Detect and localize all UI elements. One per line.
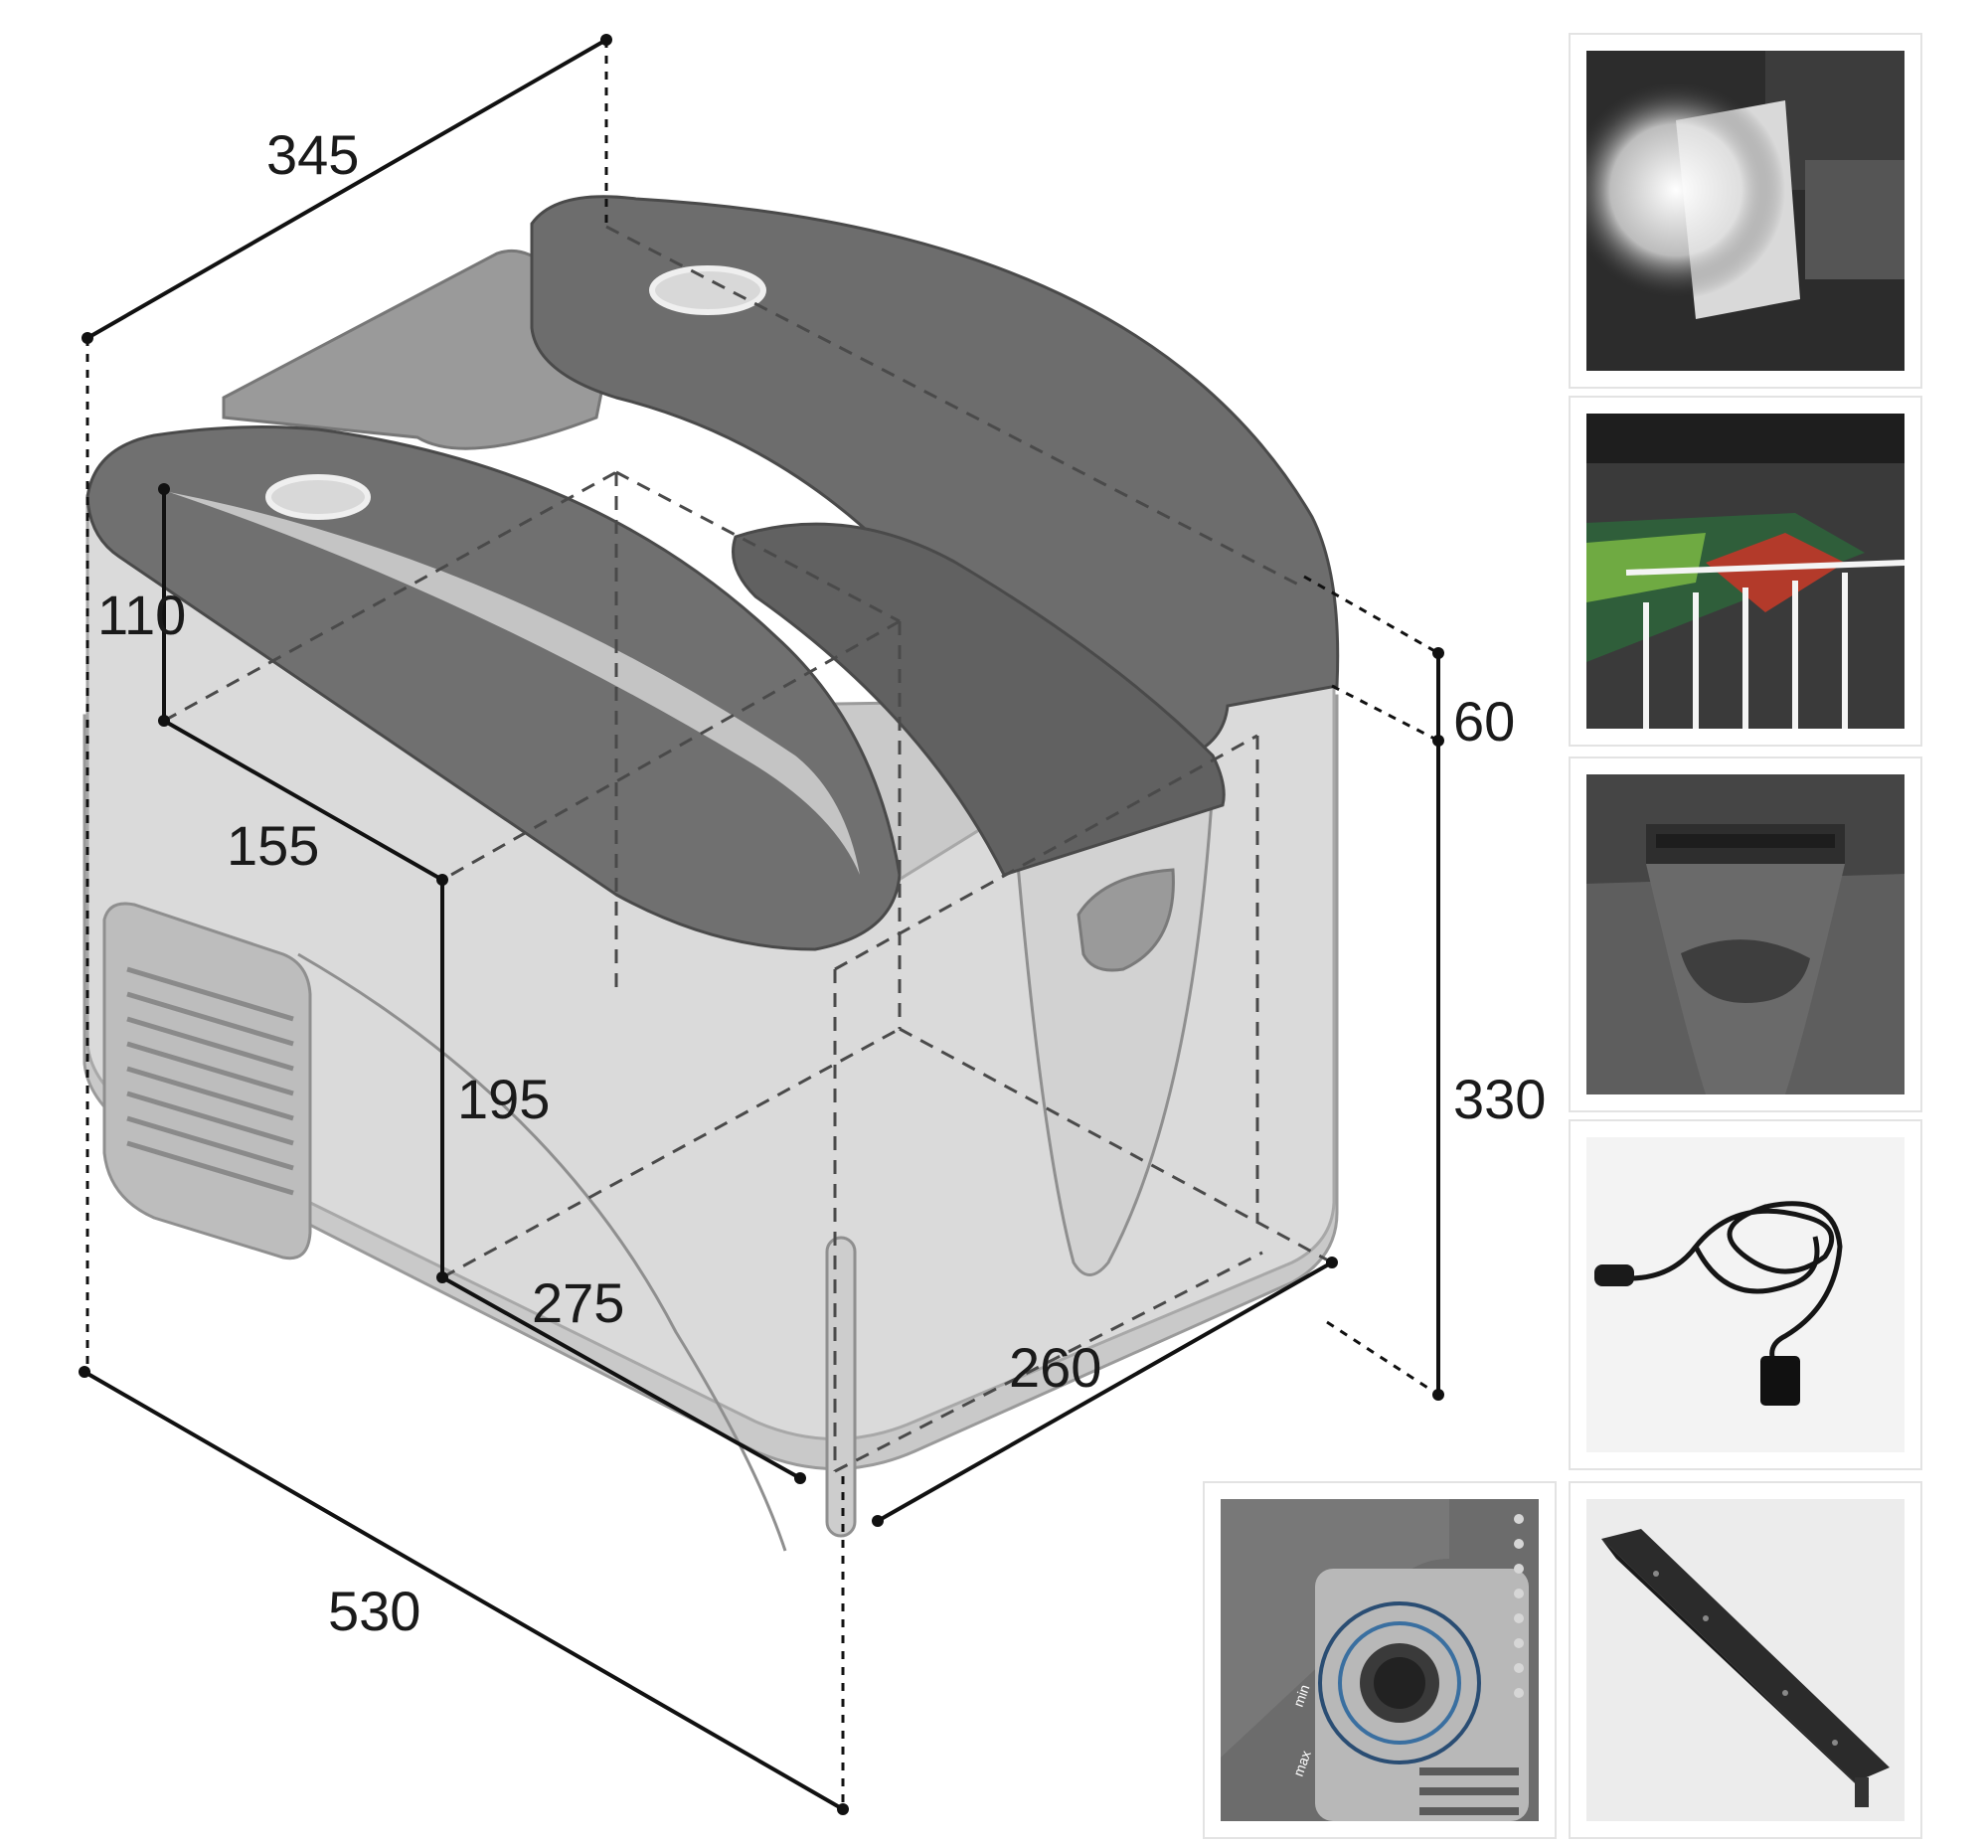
lamp-icon — [1586, 51, 1905, 371]
cable-icon — [1586, 1137, 1905, 1452]
label-inner-width: 260 — [1009, 1336, 1101, 1399]
thermostat-min-label: min — [1290, 1682, 1313, 1709]
label-top-width: 345 — [266, 123, 359, 186]
basket-icon — [1586, 414, 1905, 729]
cooler-lid — [85, 195, 1340, 951]
dimension-labels: 345 530 60 330 110 155 195 275 260 — [97, 123, 1546, 1642]
dimension-endpoints — [79, 34, 1444, 1815]
label-inner-upper-height: 110 — [97, 584, 186, 646]
dial-icon: min max — [1221, 1499, 1539, 1821]
label-lid-height: 60 — [1453, 690, 1515, 753]
wire-basket-photo — [1569, 396, 1922, 747]
lid-hinge-handle-photo — [1569, 756, 1922, 1112]
cooler-body — [83, 494, 1339, 1552]
inner-volume-lines — [163, 225, 1333, 1473]
dimension-lines — [83, 38, 1440, 1811]
label-inner-depth-upper: 155 — [227, 814, 319, 877]
label-front-width: 530 — [328, 1580, 420, 1642]
cup-holder — [649, 265, 766, 315]
thermostat-knob-photo: min max — [1203, 1481, 1557, 1839]
bracket-icon — [1586, 1499, 1905, 1821]
cup-holder — [265, 474, 371, 520]
drain-slot — [825, 1236, 857, 1538]
hinge-icon — [1586, 774, 1905, 1094]
ventilation-grille — [102, 902, 312, 1260]
label-total-height: 330 — [1453, 1068, 1546, 1130]
label-inner-lower-height: 195 — [457, 1068, 550, 1130]
label-inner-depth-lower: 275 — [532, 1271, 624, 1334]
mounting-bracket-photo — [1569, 1481, 1922, 1839]
dc-power-cable-photo — [1569, 1119, 1922, 1470]
interior-light-photo — [1569, 33, 1922, 389]
